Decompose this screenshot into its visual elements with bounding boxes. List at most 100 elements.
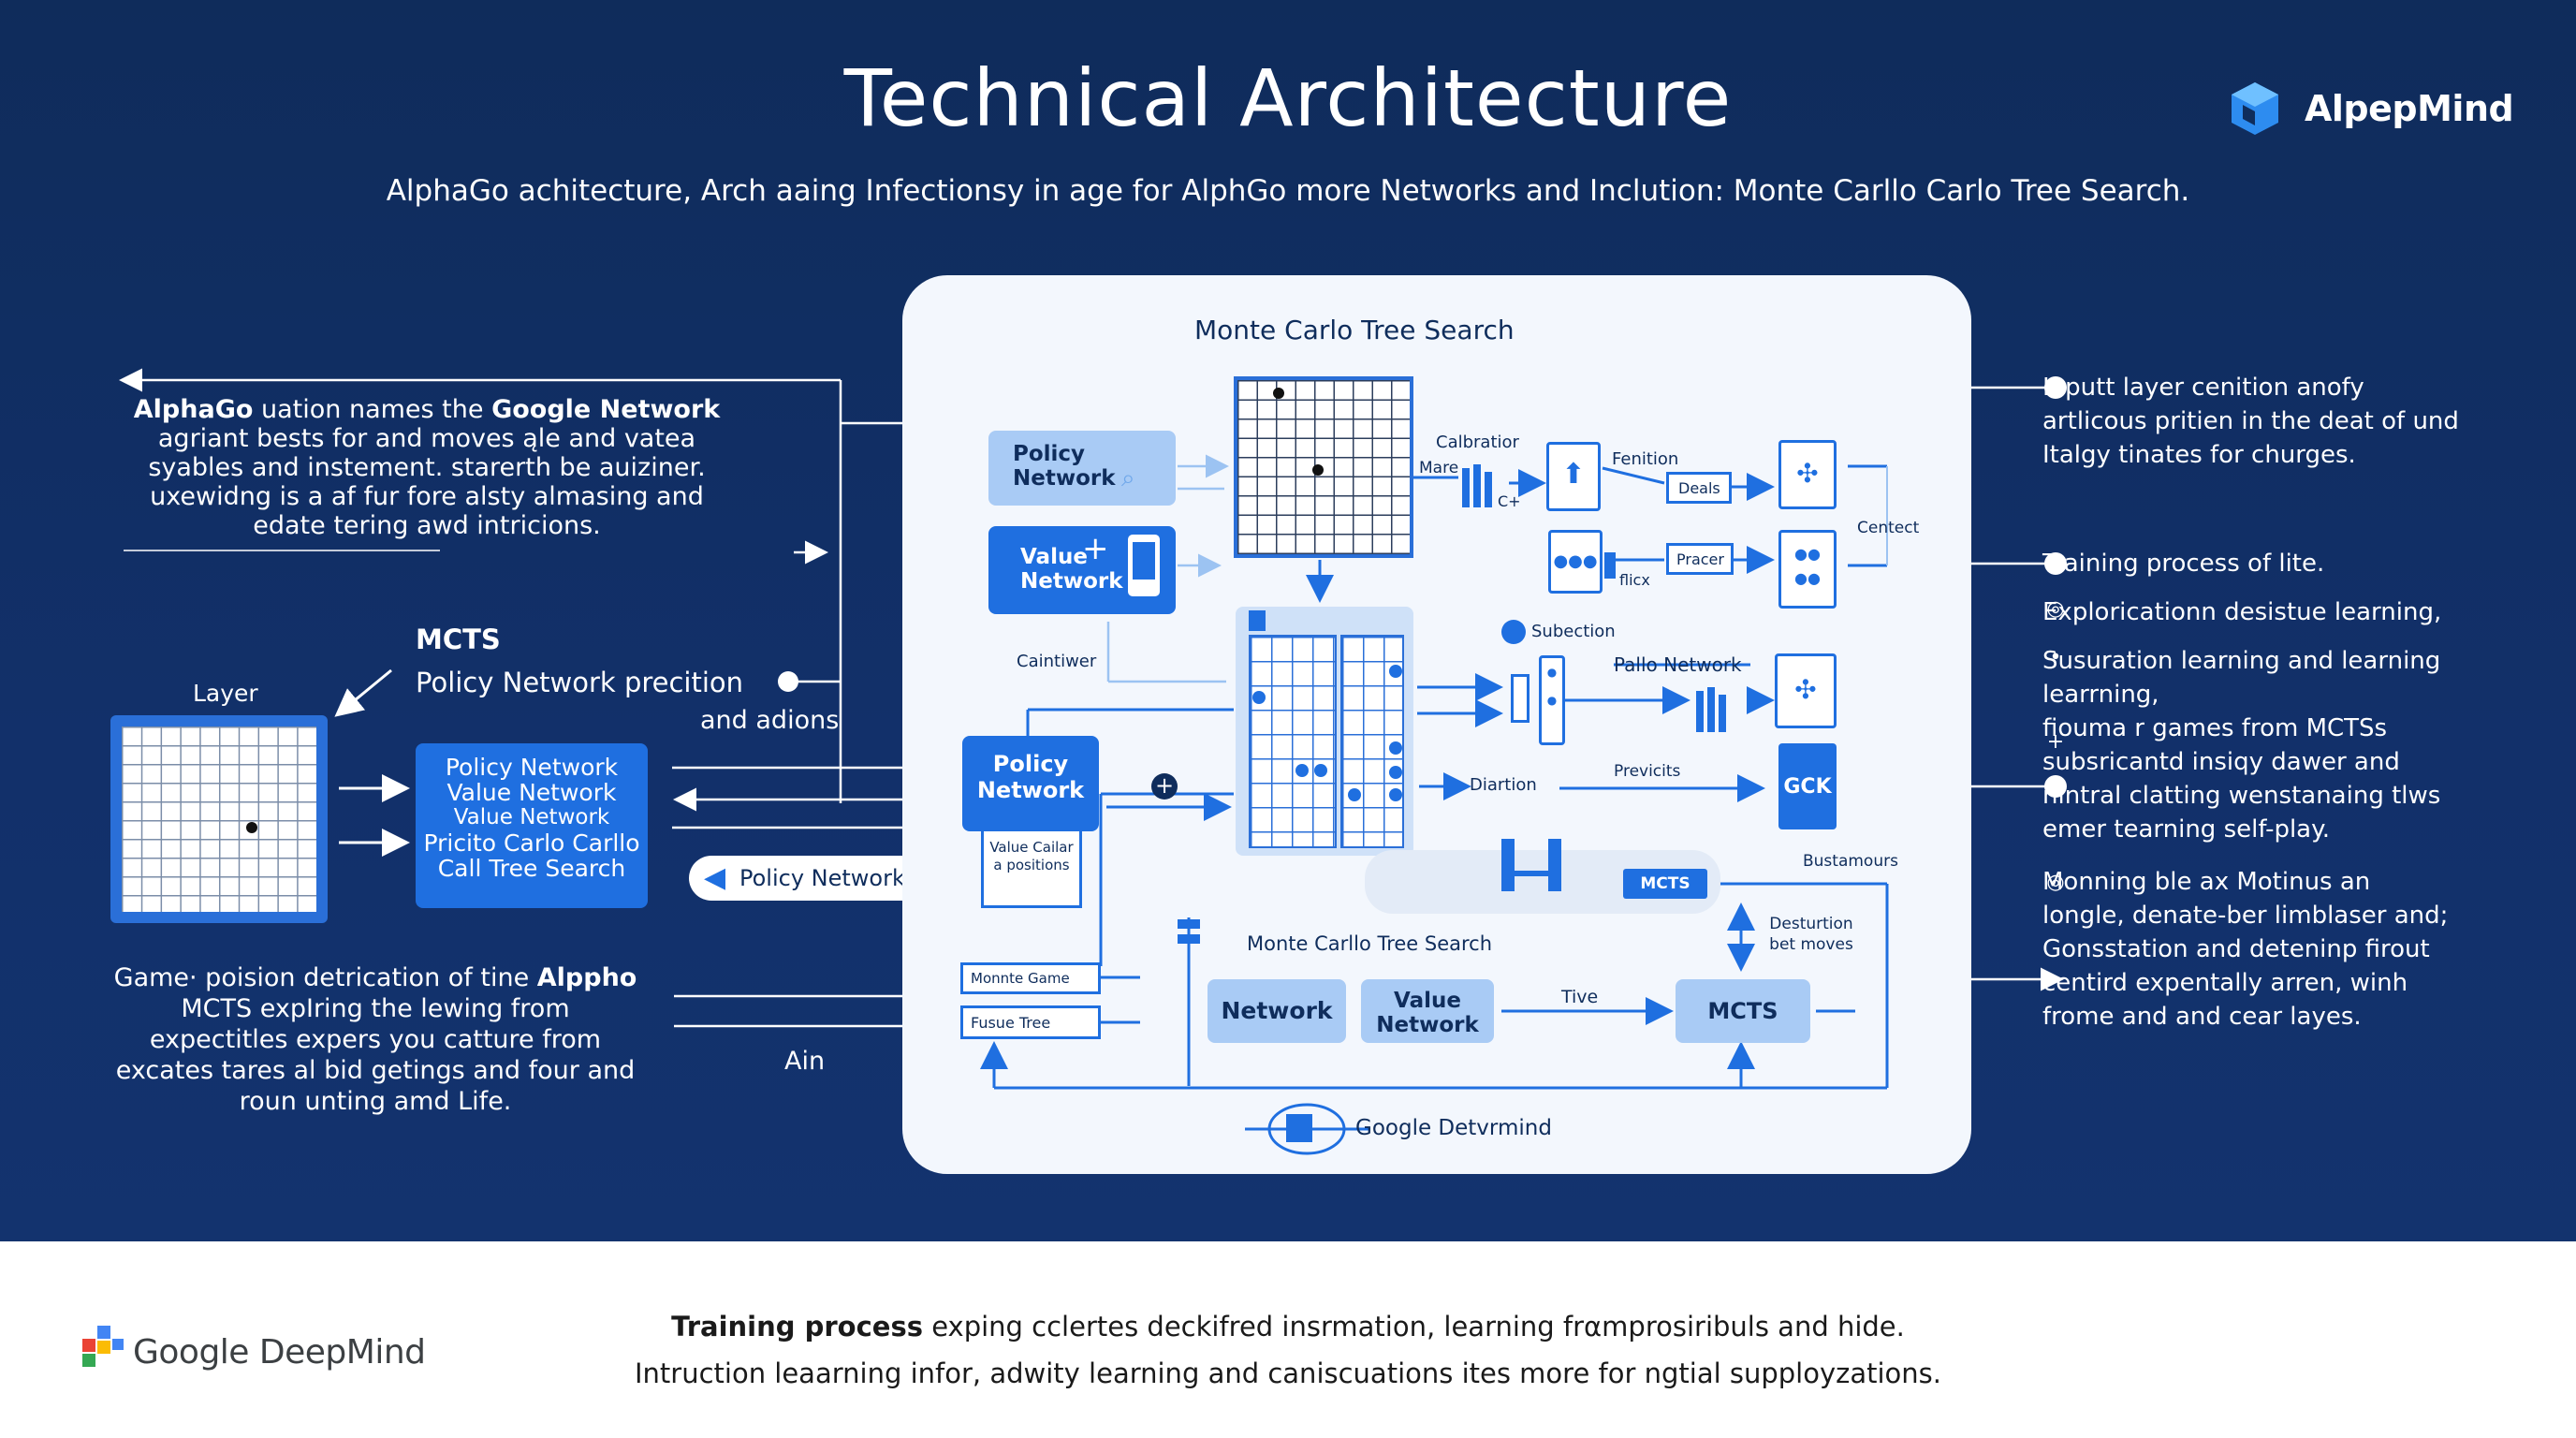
footer-brand: Google DeepMind bbox=[133, 1333, 426, 1372]
block-icon bbox=[1548, 839, 1561, 891]
policy-network-box-2[interactable]: Policy Network bbox=[962, 736, 1099, 831]
right-item-7: Monning ble ax Motinus an longle, denate… bbox=[2042, 868, 2449, 1031]
mcts-heading: MCTS bbox=[416, 624, 501, 655]
block-icon bbox=[1501, 839, 1515, 891]
bar-icon bbox=[1462, 468, 1470, 507]
flicx-label: flicx bbox=[1619, 571, 1650, 589]
intro-paragraph: AlphaGo uation names the Google Network … bbox=[112, 395, 741, 540]
game-bold: Alppho bbox=[536, 963, 637, 992]
footer bbox=[0, 1241, 2576, 1438]
pracer-box[interactable]: Pracer bbox=[1666, 543, 1734, 575]
bar-icon bbox=[1719, 695, 1726, 732]
layer-column-icon: ●● bbox=[1539, 655, 1565, 745]
dots-grid-icon[interactable]: ●●● bbox=[1548, 530, 1603, 594]
brand-name: AlpepMind bbox=[2305, 88, 2514, 129]
go-stone bbox=[246, 822, 257, 833]
add-circle-icon[interactable]: + bbox=[1151, 773, 1178, 800]
molecule-icon[interactable]: ✣ bbox=[1778, 440, 1837, 509]
mcts-mini-box[interactable]: MCTS bbox=[1623, 869, 1707, 899]
mcts-box[interactable]: MCTS bbox=[1676, 979, 1810, 1043]
up-arrow-icon[interactable]: ⬆ bbox=[1546, 442, 1601, 511]
stack-policy-network: Policy Network bbox=[445, 754, 619, 781]
right-item-1: Inputt layer cenition anofy artlicous pr… bbox=[2042, 374, 2459, 469]
page-subtitle: AlphaGo achitecture, Arch aaing Infectio… bbox=[386, 174, 2190, 208]
plane-dot bbox=[1314, 764, 1327, 777]
policy-precision-label: Policy Network precition bbox=[416, 667, 744, 698]
intro-bold-1: AlphaGo bbox=[133, 395, 254, 424]
magnifier-icon: ⌕ bbox=[1121, 464, 1135, 492]
right-bullet-4: • bbox=[2049, 646, 2062, 669]
node-column-icon[interactable]: ●●●● bbox=[1778, 530, 1837, 609]
network-stack: Policy Network Value Network Value Netwo… bbox=[416, 743, 648, 908]
stack-value-network: Value Network bbox=[446, 779, 617, 806]
caintiwer-label: Caintiwer bbox=[1017, 652, 1097, 671]
bar-icon bbox=[1485, 472, 1492, 507]
value-positions-label: Value Cailar a positions bbox=[989, 839, 1074, 873]
network-box[interactable]: Network bbox=[1208, 979, 1346, 1043]
subection-label: Subection bbox=[1531, 622, 1616, 641]
go-stone-center-1 bbox=[1273, 388, 1284, 399]
game-paragraph: Game· poision detrication of tine Alppho… bbox=[110, 962, 640, 1117]
plus-icon: + bbox=[1082, 530, 1109, 567]
panel-connectors bbox=[980, 454, 1889, 1155]
plane-dot bbox=[1389, 766, 1402, 779]
footer-line-1-text: exping cclertes deckifred insrmation, le… bbox=[922, 1311, 1905, 1343]
bar-icon bbox=[1473, 464, 1481, 507]
footer-line-1: Training process exping cclertes deckifr… bbox=[0, 1311, 2576, 1343]
subection-icon bbox=[1501, 620, 1526, 644]
desturtion-label: Desturtion bet moves bbox=[1769, 915, 1853, 954]
plane-dot bbox=[1389, 741, 1402, 755]
google-deepmind-logo-icon bbox=[82, 1326, 124, 1367]
pill-label: Policy Network bbox=[739, 865, 905, 891]
deals-box[interactable]: Deals bbox=[1666, 472, 1732, 504]
policy-network-pill[interactable]: ◀ Policy Network bbox=[689, 856, 934, 901]
cluster-icon[interactable]: ✣ bbox=[1775, 653, 1837, 728]
plane-dot bbox=[1389, 665, 1402, 678]
diartion-label: Diartion bbox=[1470, 775, 1537, 795]
previcits-label: Previcits bbox=[1614, 762, 1681, 781]
tive-label: Tive bbox=[1561, 987, 1599, 1007]
stack-call-tree: Call Tree Search bbox=[437, 855, 626, 882]
right-item-4: Susuration learning and learning learrni… bbox=[2042, 647, 2441, 709]
right-bullet-3: ◎ bbox=[2046, 597, 2065, 621]
gck-box[interactable]: GCK bbox=[1778, 743, 1837, 829]
plane-dot bbox=[1295, 764, 1309, 777]
mcts-label: Monte Carllo Tree Search bbox=[1247, 932, 1493, 955]
stack-pricito: Pricito Carlo Carllo bbox=[423, 829, 640, 857]
stack-value-network-2: Value Network bbox=[453, 805, 610, 829]
monte-game-box[interactable]: Monnte Game bbox=[960, 962, 1101, 994]
bar-icon bbox=[1707, 687, 1715, 732]
ain-label: Ain bbox=[784, 1047, 826, 1076]
feature-plane-a bbox=[1249, 635, 1337, 848]
footer-line-1-bold: Training process bbox=[671, 1311, 923, 1343]
plane-dot bbox=[1389, 788, 1402, 801]
layer-block bbox=[1511, 674, 1530, 723]
plane-marker bbox=[1249, 610, 1266, 631]
plane-dot bbox=[1252, 691, 1266, 704]
value-network-box-2[interactable]: Value Network bbox=[1361, 979, 1494, 1043]
right-bullet-7: ◎ bbox=[2046, 871, 2065, 894]
go-board-center bbox=[1234, 376, 1413, 558]
right-item-6: subsricantd insiqy dawer and nintral cla… bbox=[2042, 748, 2441, 844]
right-item-2: Training process of lite. bbox=[2042, 550, 2325, 578]
layer-label: Layer bbox=[193, 680, 258, 707]
policy-network-box[interactable]: Policy Network bbox=[988, 431, 1176, 506]
c-plus-label: C+ bbox=[1498, 492, 1521, 510]
calibration-label: Calbratior bbox=[1436, 433, 1519, 452]
brand-logo-icon bbox=[2232, 82, 2278, 135]
centect-label: Centect bbox=[1857, 519, 1920, 537]
arrow-left-icon: ◀ bbox=[704, 861, 726, 894]
right-bullet-5: + bbox=[2046, 730, 2065, 754]
plane-dot bbox=[1348, 788, 1361, 801]
intro-text-2: agriant bests for and moves ąle and vate… bbox=[148, 424, 706, 540]
fusue-tree-box[interactable]: Fusue Tree bbox=[960, 1005, 1101, 1039]
game-text-1: Game· poision detrication of tine bbox=[113, 963, 537, 992]
stack-icon bbox=[1178, 919, 1200, 929]
google-detvrmind-label: Google Detvrmind bbox=[1355, 1116, 1552, 1140]
block-icon bbox=[1501, 871, 1561, 876]
connector-block bbox=[1604, 552, 1616, 579]
right-item-3: Exploricationn desistue learning, bbox=[2042, 598, 2442, 626]
right-item-5: fiouma r games from MCTSs bbox=[2042, 714, 2388, 742]
game-text-2: MCTS expIring the lewing from expectitle… bbox=[115, 994, 636, 1116]
and-adions-label: and adions bbox=[700, 706, 840, 735]
